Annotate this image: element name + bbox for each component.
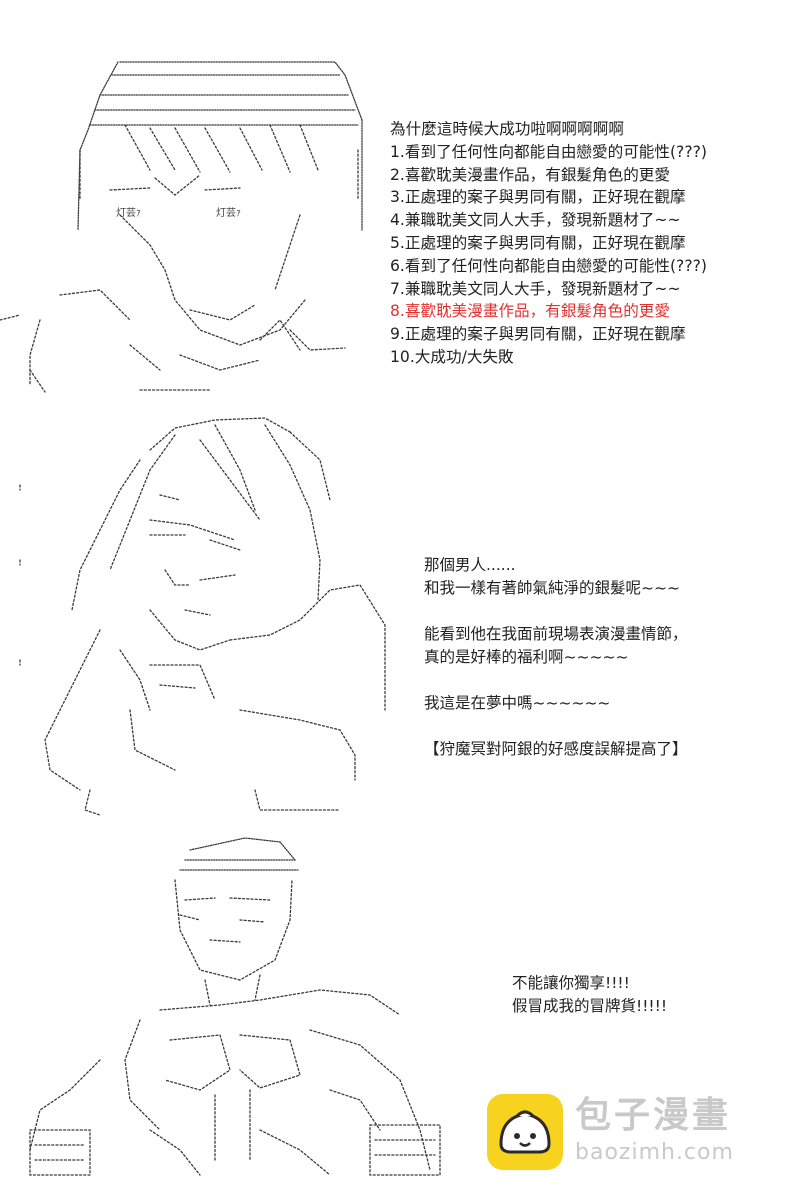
- ascii-art-character-1: [0, 61, 363, 393]
- panel-2: 那個男人...... 和我一樣有著帥氣純淨的銀髮呢~~~ 能看到他在我面前現場表演漫…: [0, 410, 800, 830]
- dialog-line: 那個男人......: [424, 556, 516, 574]
- panel-1: 灯芸ｧ 灯芸ｧ 為什麼這時候大成功啦啊啊啊啊啊 1.看到了任何性向都能自由戀愛的可…: [0, 0, 800, 410]
- list-item: 7.兼職耽美文同人大手，發現新題材了~~: [390, 279, 681, 298]
- dice-result-list: 為什麼這時候大成功啦啊啊啊啊啊 1.看到了任何性向都能自由戀愛的可能性(???) 2…: [390, 118, 707, 369]
- dialog-line: 不能讓你獨享!!!!: [512, 974, 630, 992]
- baozi-logo: [487, 1094, 563, 1170]
- bun-icon: [499, 1110, 551, 1154]
- panel-3: 不能讓你獨享!!!! 假冒成我的冒牌貨!!!!! 包子漫畫 baozimh.com: [0, 830, 800, 1200]
- ascii-art-character-2: [19, 417, 386, 816]
- dialog-block-3: 不能讓你獨享!!!! 假冒成我的冒牌貨!!!!!: [512, 972, 667, 1018]
- list-item: 2.喜歡耽美漫畫作品，有銀髮角色的更愛: [390, 165, 670, 184]
- watermark-name: 包子漫畫: [575, 1095, 732, 1136]
- dialog-line: 我這是在夢中嗎~~~~~~: [424, 694, 611, 712]
- dialog-line: [424, 669, 688, 692]
- list-item: 6.看到了任何性向都能自由戀愛的可能性(???): [390, 256, 707, 275]
- dialog-line: 能看到他在我面前現場表演漫畫情節，: [424, 625, 688, 643]
- watermark: 包子漫畫 baozimh.com: [487, 1094, 777, 1170]
- list-item: 3.正處理的案子與男同有關，正好現在觀摩: [390, 188, 686, 207]
- dialog-line: 和我一樣有著帥氣純淨的銀髮呢~~~: [424, 579, 680, 597]
- watermark-url: baozimh.com: [575, 1140, 734, 1165]
- list-item: 1.看到了任何性向都能自由戀愛的可能性(???): [390, 142, 707, 161]
- dialog-line: [424, 600, 688, 623]
- art-label-left: 灯芸ｧ: [116, 208, 141, 219]
- list-item: 8.喜歡耽美漫畫作品，有銀髮角色的更愛: [390, 302, 670, 321]
- dialog-line: 【狩魔冥對阿銀的好感度誤解提高了】: [424, 740, 688, 758]
- list-item: 10.大成功/大失敗: [390, 347, 514, 366]
- list-heading: 為什麼這時候大成功啦啊啊啊啊啊: [390, 120, 624, 138]
- dialog-line: 假冒成我的冒牌貨!!!!!: [512, 997, 668, 1015]
- list-item: 9.正處理的案子與男同有關，正好現在觀摩: [390, 325, 686, 344]
- dialog-line: [424, 715, 688, 738]
- art-label-right: 灯芸ｧ: [216, 208, 241, 219]
- dialog-block-2: 那個男人...... 和我一樣有著帥氣純淨的銀髮呢~~~ 能看到他在我面前現場表演漫…: [424, 554, 688, 761]
- list-item: 5.正處理的案子與男同有關，正好現在觀摩: [390, 233, 686, 252]
- list-item: 4.兼職耽美文同人大手，發現新題材了~~: [390, 211, 681, 230]
- dialog-line: 真的是好棒的福利啊~~~~~: [424, 648, 629, 666]
- ascii-art-character-3: [29, 837, 441, 1176]
